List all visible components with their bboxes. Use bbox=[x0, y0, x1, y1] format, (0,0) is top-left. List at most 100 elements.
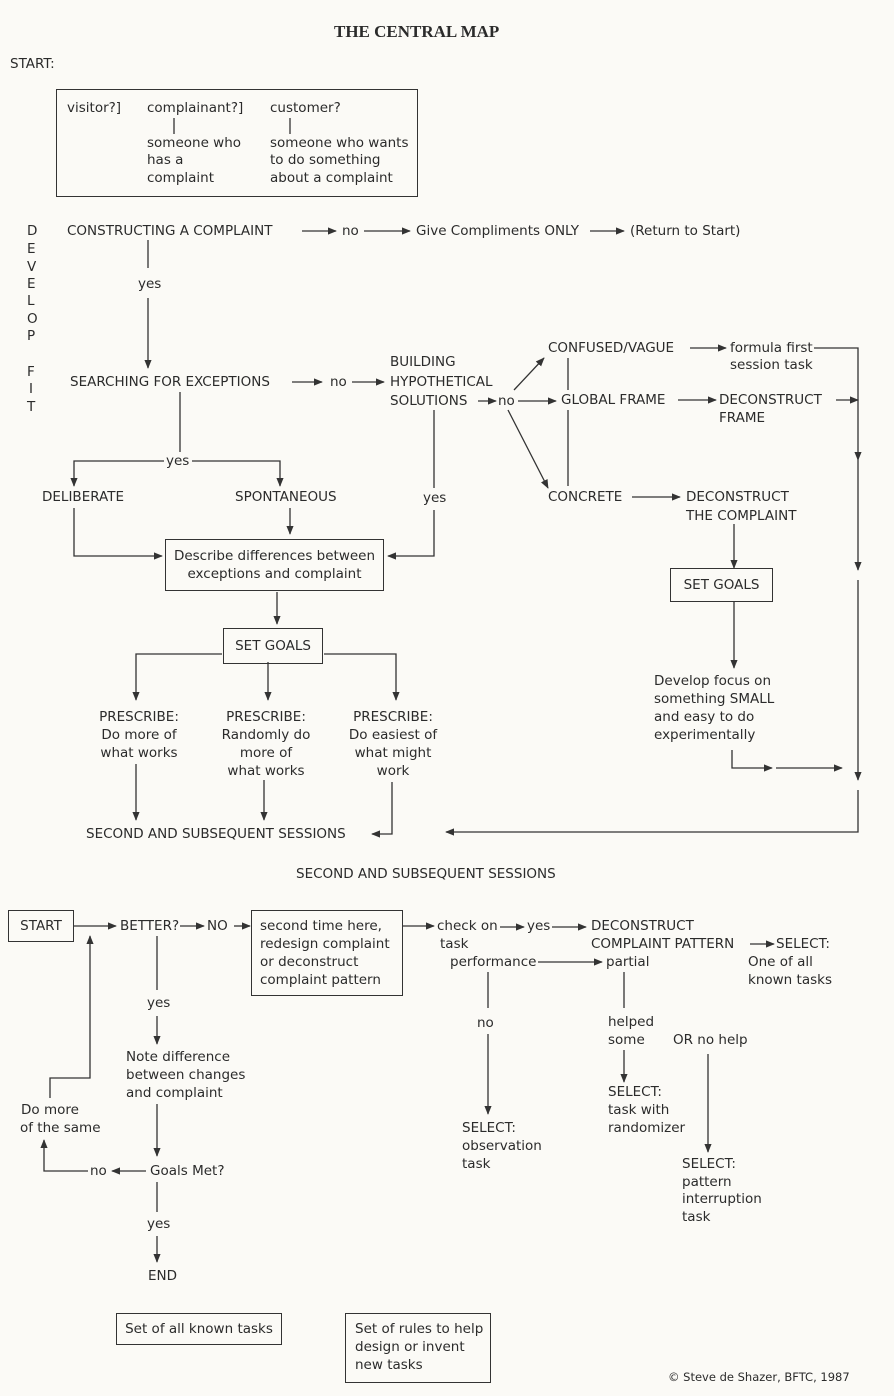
start-box-label: START bbox=[20, 918, 62, 934]
describe-line-2: exceptions and complaint bbox=[187, 566, 362, 582]
building-line-1: BUILDING bbox=[390, 354, 456, 370]
check-on: check on bbox=[437, 918, 498, 934]
complainant-desc-1: someone who bbox=[147, 135, 242, 151]
end-label: END bbox=[148, 1268, 178, 1284]
develop-letter: O bbox=[27, 311, 38, 327]
select-pattern-4: task bbox=[682, 1209, 711, 1225]
deconstruct-complaint-1: DECONSTRUCT bbox=[686, 489, 789, 505]
helped-some-1: helped bbox=[608, 1014, 655, 1030]
select-pattern-2: pattern bbox=[682, 1174, 732, 1190]
all-tasks-box bbox=[116, 1313, 282, 1345]
customer-label: customer? bbox=[270, 100, 341, 116]
partial-label: partial bbox=[606, 954, 650, 970]
start-label: START: bbox=[10, 56, 55, 72]
give-compliments: Give Compliments ONLY bbox=[416, 223, 580, 239]
do-more-2: of the same bbox=[20, 1120, 101, 1136]
or-no-help: OR no help bbox=[673, 1032, 748, 1048]
spontaneous: SPONTANEOUS bbox=[235, 489, 337, 505]
rules-line: design or invent bbox=[355, 1339, 465, 1355]
no-caps-label: NO bbox=[207, 918, 228, 934]
select-all-3: known tasks bbox=[748, 972, 832, 988]
select-randomizer-2: task with bbox=[608, 1102, 670, 1118]
develop-focus-3: and easy to do bbox=[654, 709, 755, 725]
building-line-2: HYPOTHETICAL bbox=[390, 374, 493, 390]
set-goals-box bbox=[670, 568, 773, 602]
deconstruct-pattern-2: COMPLAINT PATTERN bbox=[591, 936, 735, 952]
complainant-label: complainant?] bbox=[147, 100, 244, 116]
develop-letter: E bbox=[27, 276, 36, 292]
section-heading: SECOND AND SUBSEQUENT SESSIONS bbox=[296, 866, 556, 882]
select-all-1: SELECT: bbox=[776, 936, 830, 952]
helped-some-2: some bbox=[608, 1032, 645, 1048]
note-diff-3: and complaint bbox=[126, 1085, 223, 1101]
building-line-3: SOLUTIONS bbox=[390, 393, 468, 409]
formula-task-2: session task bbox=[730, 357, 813, 373]
select-randomizer-3: randomizer bbox=[608, 1120, 686, 1136]
no-label: no bbox=[330, 374, 347, 390]
constructing-complaint: CONSTRUCTING A COMPLAINT bbox=[67, 223, 273, 239]
describe-line-1: Describe differences between bbox=[173, 548, 376, 564]
prescribe-2-line: PRESCRIBE: bbox=[226, 709, 306, 725]
yes-label: yes bbox=[166, 453, 190, 469]
second-time-line: complaint pattern bbox=[260, 972, 381, 988]
note-diff-2: between changes bbox=[126, 1067, 246, 1083]
prescribe-2-line: more of bbox=[239, 745, 293, 761]
visitor-label: visitor?] bbox=[67, 100, 122, 116]
goals-met: Goals Met? bbox=[150, 1163, 225, 1179]
develop-focus-2: something SMALL bbox=[654, 691, 775, 707]
performance-label: performance bbox=[450, 954, 537, 970]
prescribe-3-line: Do easiest of bbox=[348, 727, 438, 743]
complainant-desc-2: has a bbox=[147, 152, 184, 168]
deconstruct-frame-2: FRAME bbox=[719, 410, 766, 426]
deconstruct-frame-1: DECONSTRUCT bbox=[719, 392, 822, 408]
develop-letter: L bbox=[27, 293, 35, 309]
second-sessions-link: SECOND AND SUBSEQUENT SESSIONS bbox=[86, 826, 346, 842]
deconstruct-complaint-2: THE COMPLAINT bbox=[686, 508, 797, 524]
prescribe-3-line: what might bbox=[354, 745, 432, 761]
do-more-1: Do more bbox=[21, 1102, 79, 1118]
prescribe-2-line: Randomly do bbox=[221, 727, 311, 743]
no-label: no bbox=[498, 393, 515, 409]
second-time-line: second time here, bbox=[260, 918, 382, 934]
select-pattern-3: interruption bbox=[682, 1191, 762, 1207]
select-observation-1: SELECT: bbox=[462, 1120, 516, 1136]
task-label: task bbox=[440, 936, 469, 952]
rules-line: new tasks bbox=[355, 1357, 423, 1373]
select-randomizer-1: SELECT: bbox=[608, 1084, 662, 1100]
client-types-box bbox=[56, 89, 418, 197]
select-pattern-1: SELECT: bbox=[682, 1156, 736, 1172]
yes-label: yes bbox=[423, 490, 447, 506]
yes-label: yes bbox=[147, 995, 171, 1011]
no-label: no bbox=[342, 223, 359, 239]
no-label: no bbox=[90, 1163, 107, 1179]
fit-letter: T bbox=[27, 399, 36, 415]
deliberate: DELIBERATE bbox=[42, 489, 125, 505]
better-question: BETTER? bbox=[120, 918, 180, 934]
develop-letter: D bbox=[27, 223, 38, 239]
deconstruct-pattern-1: DECONSTRUCT bbox=[591, 918, 694, 934]
prescribe-3-line: work bbox=[376, 763, 410, 779]
searching-exceptions: SEARCHING FOR EXCEPTIONS bbox=[70, 374, 270, 390]
all-tasks-label: Set of all known tasks bbox=[125, 1321, 273, 1337]
develop-focus-4: experimentally bbox=[654, 727, 756, 743]
describe-differences-box bbox=[165, 539, 384, 591]
yes-label: yes bbox=[147, 1216, 171, 1232]
rules-box bbox=[345, 1313, 491, 1383]
fit-letter: I bbox=[29, 381, 33, 397]
select-observation-3: task bbox=[462, 1156, 491, 1172]
no-label: no bbox=[477, 1015, 494, 1031]
select-observation-2: observation bbox=[462, 1138, 542, 1154]
develop-focus-1: Develop focus on bbox=[654, 673, 771, 689]
select-all-2: One of all bbox=[748, 954, 813, 970]
customer-desc-1: someone who wants bbox=[270, 135, 409, 151]
yes-label: yes bbox=[138, 276, 162, 292]
copyright-credit: © Steve de Shazer, BFTC, 1987 bbox=[668, 1370, 850, 1384]
yes-label: yes bbox=[527, 918, 551, 934]
customer-desc-2: to do something bbox=[270, 152, 381, 168]
develop-letter: V bbox=[27, 259, 37, 275]
prescribe-1-line: what works bbox=[100, 745, 178, 761]
develop-letter: E bbox=[27, 241, 36, 257]
start-box bbox=[8, 910, 74, 942]
prescribe-3-line: PRESCRIBE: bbox=[353, 709, 433, 725]
